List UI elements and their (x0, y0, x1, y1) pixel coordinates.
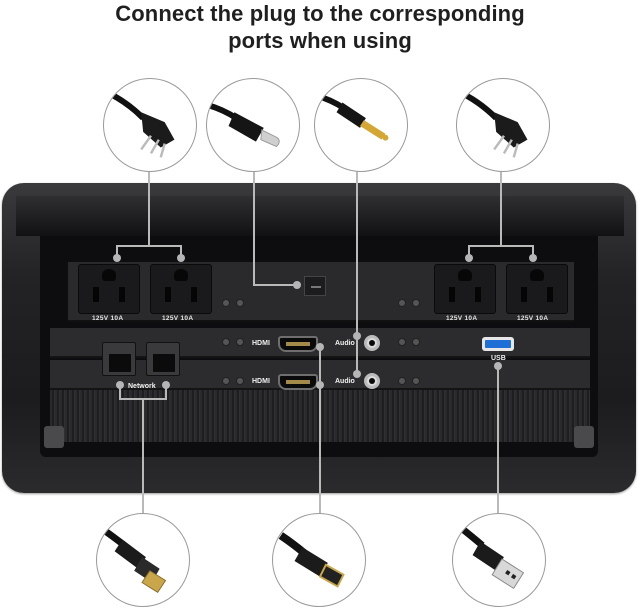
screw (398, 299, 406, 307)
circle-audio-jack (314, 78, 408, 172)
line-plug-left-a (116, 245, 118, 257)
audio-jack-icon (315, 91, 389, 141)
hdmi-label-2: HDMI (252, 378, 270, 385)
connector-dot (113, 254, 121, 262)
rj45-port-1 (102, 342, 136, 376)
line-plug-right (500, 172, 502, 246)
connector-dot (177, 254, 185, 262)
screw (236, 338, 244, 346)
screw (398, 338, 406, 346)
connector-dot (162, 381, 170, 389)
line-plug-right-a (468, 245, 470, 257)
connector-dot (116, 381, 124, 389)
network-label: Network (128, 383, 156, 390)
line-plug-right-b (532, 245, 534, 257)
corner-stop-right (574, 426, 594, 448)
screw (222, 338, 230, 346)
line-plug-left-b (180, 245, 182, 257)
line-hdmi (319, 344, 321, 514)
outlet-3-rating: 125V 10A (446, 315, 478, 322)
connector-dot (465, 254, 473, 262)
screw (222, 299, 230, 307)
outlet-3 (434, 264, 496, 314)
screw (398, 377, 406, 385)
screw (412, 338, 420, 346)
title-line-1: Connect the plug to the corresponding (115, 1, 525, 26)
connector-dot (353, 370, 361, 378)
circle-power-plug-left (103, 78, 197, 172)
screw (412, 377, 420, 385)
power-plug-icon (457, 87, 528, 158)
usb-a-icon (458, 525, 525, 590)
audio-label-2: Audio (335, 378, 355, 385)
outlet-1-rating: 125V 10A (92, 315, 124, 322)
line-usb-c-bar (253, 284, 295, 286)
line-audio (356, 172, 358, 372)
screw (236, 377, 244, 385)
line-network-a (119, 385, 121, 399)
circle-usb-a (452, 513, 546, 607)
connector-dot (316, 343, 324, 351)
usb-c-icon (207, 101, 280, 148)
power-plug-icon (104, 87, 175, 158)
hdmi-port-2 (278, 374, 318, 390)
line-network-b (165, 385, 167, 399)
line-plug-left-bar (116, 245, 182, 247)
connector-dot (529, 254, 537, 262)
outlet-1 (78, 264, 140, 314)
usb-label: USB (491, 355, 506, 362)
audio-port-2 (364, 373, 380, 389)
usb-c-port (304, 276, 326, 296)
outlet-4-rating: 125V 10A (517, 315, 549, 322)
flip-lid-edge (16, 196, 624, 236)
rj45-icon (99, 525, 167, 593)
connector-dot (494, 362, 502, 370)
hdmi-port-1 (278, 336, 318, 352)
connector-dot (316, 381, 324, 389)
circle-usb-c (206, 78, 300, 172)
outlet-2-rating: 125V 10A (162, 315, 194, 322)
hdmi-label-1: HDMI (252, 340, 270, 347)
connector-dot (353, 332, 361, 340)
hdmi-icon (278, 532, 345, 588)
line-plug-left (148, 172, 150, 246)
title-line-2: ports when using (228, 28, 412, 53)
connector-dot (293, 281, 301, 289)
corner-stop-left (44, 426, 64, 448)
audio-port-1 (364, 335, 380, 351)
rj45-port-2 (146, 342, 180, 376)
line-usb-c (253, 172, 255, 286)
screw (412, 299, 420, 307)
line-usb-a (497, 366, 499, 514)
outlet-2 (150, 264, 212, 314)
audio-label-1: Audio (335, 340, 355, 347)
page-title: Connect the plug to the corresponding po… (0, 0, 640, 54)
screw (222, 377, 230, 385)
circle-power-plug-right (456, 78, 550, 172)
line-plug-right-bar (468, 245, 534, 247)
circle-ethernet (96, 513, 190, 607)
circle-hdmi (272, 513, 366, 607)
screw (236, 299, 244, 307)
line-network (142, 398, 144, 514)
usb-a-port (482, 337, 514, 351)
outlet-4 (506, 264, 568, 314)
